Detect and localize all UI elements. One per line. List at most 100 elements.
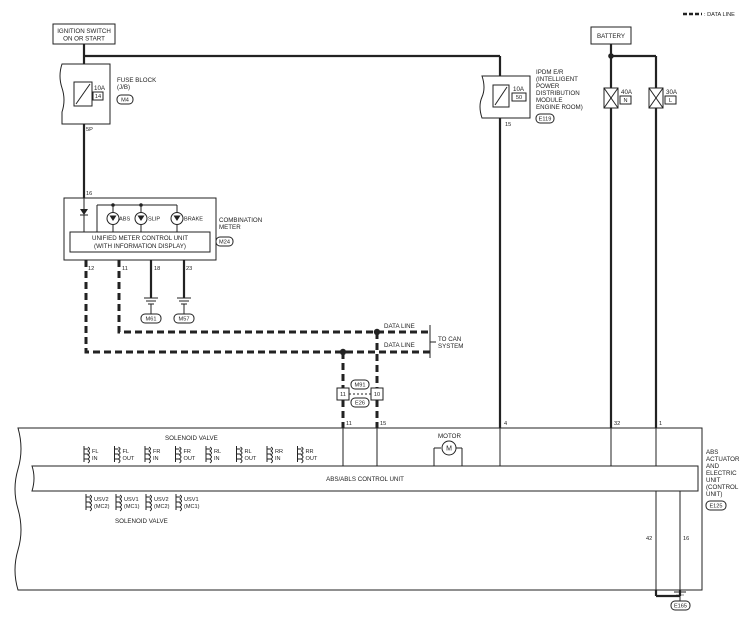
- solenoid-valve-label-top: SOLENOID VALVE: [165, 435, 218, 442]
- abs-actuator-unit: ABS/ABLS CONTROL UNIT ABS ACTUATOR AND E…: [14, 421, 740, 591]
- solenoid-valve-top-4-label-1: IN: [214, 456, 220, 462]
- fuse-block-label: FUSE BLOCK: [117, 77, 157, 84]
- abs-terminal-32: 32: [614, 421, 620, 427]
- ignition-switch-label-2: ON OR START: [63, 36, 105, 43]
- abs-actuator-label-1: ABS: [706, 449, 718, 456]
- meter-diode: [80, 209, 88, 215]
- abs-control-unit: [31, 465, 699, 492]
- solenoid-valve-bottom-1-label-0: USV1: [124, 497, 139, 503]
- abs-terminal-4: 4: [504, 421, 507, 427]
- fusible-link-n: 40A N: [603, 87, 633, 109]
- solenoid-valve-top-6-label-0: RR: [275, 449, 283, 455]
- solenoid-valve-label-bottom: SOLENOID VALVE: [115, 518, 168, 525]
- solenoid-valve-bottom-3: USV1(MC1): [175, 494, 200, 512]
- meter-terminal-18: 18: [154, 266, 160, 272]
- fuse-rating: 10A: [94, 85, 106, 92]
- solenoid-valve-top-1-label-0: FL: [123, 449, 130, 455]
- meter-label: COMBINATION: [219, 217, 262, 224]
- data-line-label-low: DATA LINE: [384, 342, 415, 349]
- fuse-number: 14: [95, 94, 101, 100]
- slip-lamp-label: SLIP: [148, 217, 160, 223]
- solenoid-valve-top-2-label-1: IN: [153, 456, 159, 462]
- fuse-block-terminal: 5P: [86, 127, 93, 133]
- solenoid-valve-top-5-label-0: RL: [245, 449, 252, 455]
- meter-terminal-23: 23: [186, 266, 192, 272]
- battery-label: BATTERY: [597, 33, 625, 40]
- fusible-link-l: 30A L: [648, 87, 678, 109]
- abs-terminal-16: 16: [683, 536, 689, 542]
- solenoid-valve-bottom-0: USV2(MC2): [85, 494, 110, 512]
- abs-actuator-label-6: (CONTROL: [706, 484, 739, 491]
- fuse-block-connector: M4: [121, 98, 129, 104]
- battery-splice: [608, 53, 614, 59]
- solenoid-valve-top-5-label-1: OUT: [245, 456, 257, 462]
- ground-m57-label: M57: [179, 317, 190, 323]
- joint-pin-10: 10: [374, 392, 380, 398]
- pump-motor: MOTOR M: [433, 433, 463, 466]
- brake-lamp-label: BRAKE: [184, 217, 203, 223]
- ipdm-fuse-rating: 10A: [513, 86, 525, 93]
- solenoid-valve-top-4-label-0: RL: [214, 449, 221, 455]
- meter-connector: M24: [219, 240, 230, 246]
- meter-terminal-12: 12: [88, 266, 94, 272]
- fusible-link-l-rating: 30A: [666, 89, 678, 96]
- combination-meter: 16 ABS SLIP BRAKE: [63, 191, 262, 272]
- solenoid-valve-bottom-3-label-0: USV1: [184, 497, 199, 503]
- solenoid-valve-top-2-label-0: FR: [153, 449, 160, 455]
- abs-lamp-label: ABS: [119, 217, 130, 223]
- abs-actuator-connector: E125: [709, 504, 722, 510]
- meter-terminal-16: 16: [86, 191, 92, 197]
- fusible-link-n-id: N: [623, 98, 627, 104]
- abs-actuator-label-3: AND: [706, 463, 720, 470]
- meter-ground-m61: M61: [140, 260, 162, 324]
- solenoid-valve-bottom-3-label-1: (MC1): [184, 504, 200, 510]
- unified-meter-label-2: (WITH INFORMATION DISPLAY): [94, 243, 186, 250]
- unified-meter-label: UNIFIED METER CONTROL UNIT: [92, 235, 188, 242]
- fusible-link-n-rating: 40A: [621, 89, 633, 96]
- ground-m61-label: M61: [146, 317, 157, 323]
- unified-meter-control-unit: [69, 231, 211, 253]
- ipdm-connector: E119: [539, 117, 552, 123]
- ipdm-label-6: ENGINE ROOM): [536, 104, 583, 111]
- slip-indicator-lamp: SLIP: [134, 212, 160, 225]
- fuse-block-label-2: (J/B): [117, 84, 130, 91]
- ipdm-label-1: IPDM E/R: [536, 69, 564, 76]
- fuse-block: 10A 14 FUSE BLOCK (J/B) M4 5P: [59, 63, 157, 133]
- meter-terminal-11: 11: [122, 266, 128, 272]
- can-line-low: [84, 260, 430, 354]
- can-destination-label: TO CAN: [438, 336, 461, 343]
- solenoid-valve-bottom-2: USV2(MC2): [145, 494, 170, 512]
- meter-ground-m57: M57: [173, 260, 195, 324]
- solenoid-valve-top-3-label-1: OUT: [184, 456, 196, 462]
- solenoid-valve-bottom-0-label-1: (MC2): [94, 504, 110, 510]
- can-destination-label-2: SYSTEM: [438, 343, 463, 350]
- solenoid-valve-top-7-label-0: RR: [306, 449, 314, 455]
- can-line-high: [117, 260, 430, 334]
- power-wires: [82, 44, 658, 428]
- abs-actuator-label-4: ELECTRIC: [706, 470, 737, 477]
- solenoid-valve-top-1-label-1: OUT: [123, 456, 135, 462]
- solenoid-valve-top-0-label-1: IN: [92, 456, 98, 462]
- solenoid-valve-bottom-2-label-1: (MC2): [154, 504, 170, 510]
- abs-actuator-label-5: UNIT: [706, 477, 721, 484]
- ipdm-label-2: (INTELLIGENT: [536, 76, 578, 83]
- motor-label: MOTOR: [438, 433, 461, 440]
- joint-pin-11: 11: [340, 392, 346, 398]
- solenoid-valve-bottom-0-label-0: USV2: [94, 497, 109, 503]
- ipdm-label-5: MODULE: [536, 97, 562, 104]
- can-data-lines: DATA LINE DATA LINE TO CAN SYSTEM: [84, 260, 463, 428]
- abs-ground-e165: E165: [654, 590, 691, 611]
- brake-warning-lamp: BRAKE: [170, 212, 203, 225]
- solenoid-valve-top-7-label-1: OUT: [306, 456, 318, 462]
- abs-terminal-42: 42: [646, 536, 652, 542]
